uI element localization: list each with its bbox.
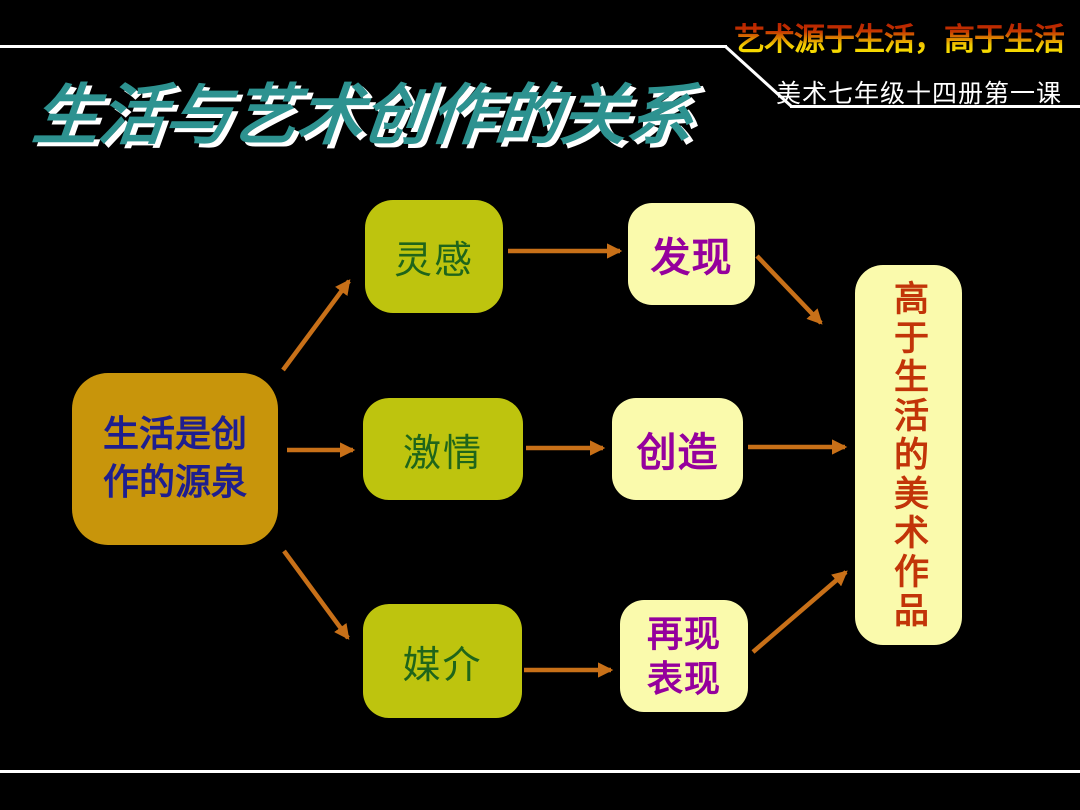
- discovery-box: 发现: [628, 203, 755, 305]
- representation-label: 再现 表现: [646, 613, 721, 699]
- medium-box: 媒介: [363, 604, 522, 718]
- artwork-label: 高于生活的美术作品: [889, 279, 928, 631]
- arrow-discovery-to-artwork: [755, 254, 823, 325]
- artwork-box: 高于生活的美术作品: [855, 265, 962, 645]
- page-title: 生活与艺术创作的关系: [29, 78, 698, 152]
- source-box-label: 生活是创 作的源泉: [102, 414, 247, 502]
- passion-box: 激情: [363, 398, 523, 500]
- slogan-text: 艺术源于生活，高于生活: [734, 14, 1065, 59]
- inspiration-box: 灵感: [365, 200, 503, 313]
- passion-label: 激情: [402, 432, 483, 475]
- medium-label: 媒介: [402, 644, 483, 687]
- divider-diagonal: [724, 45, 793, 108]
- source-box: 生活是创 作的源泉: [72, 373, 278, 545]
- inspiration-label: 灵感: [393, 240, 474, 282]
- arrow-representation-to-artwork: [751, 570, 848, 654]
- course-label: 美术七年级十四册第一课: [775, 80, 1062, 108]
- arrow-source-to-medium: [282, 549, 350, 640]
- representation-box: 再现 表现: [620, 600, 748, 712]
- creation-label: 创造: [636, 431, 719, 475]
- arrow-source-to-inspiration: [281, 279, 351, 372]
- creation-box: 创造: [612, 398, 743, 500]
- discovery-label: 发现: [650, 236, 733, 280]
